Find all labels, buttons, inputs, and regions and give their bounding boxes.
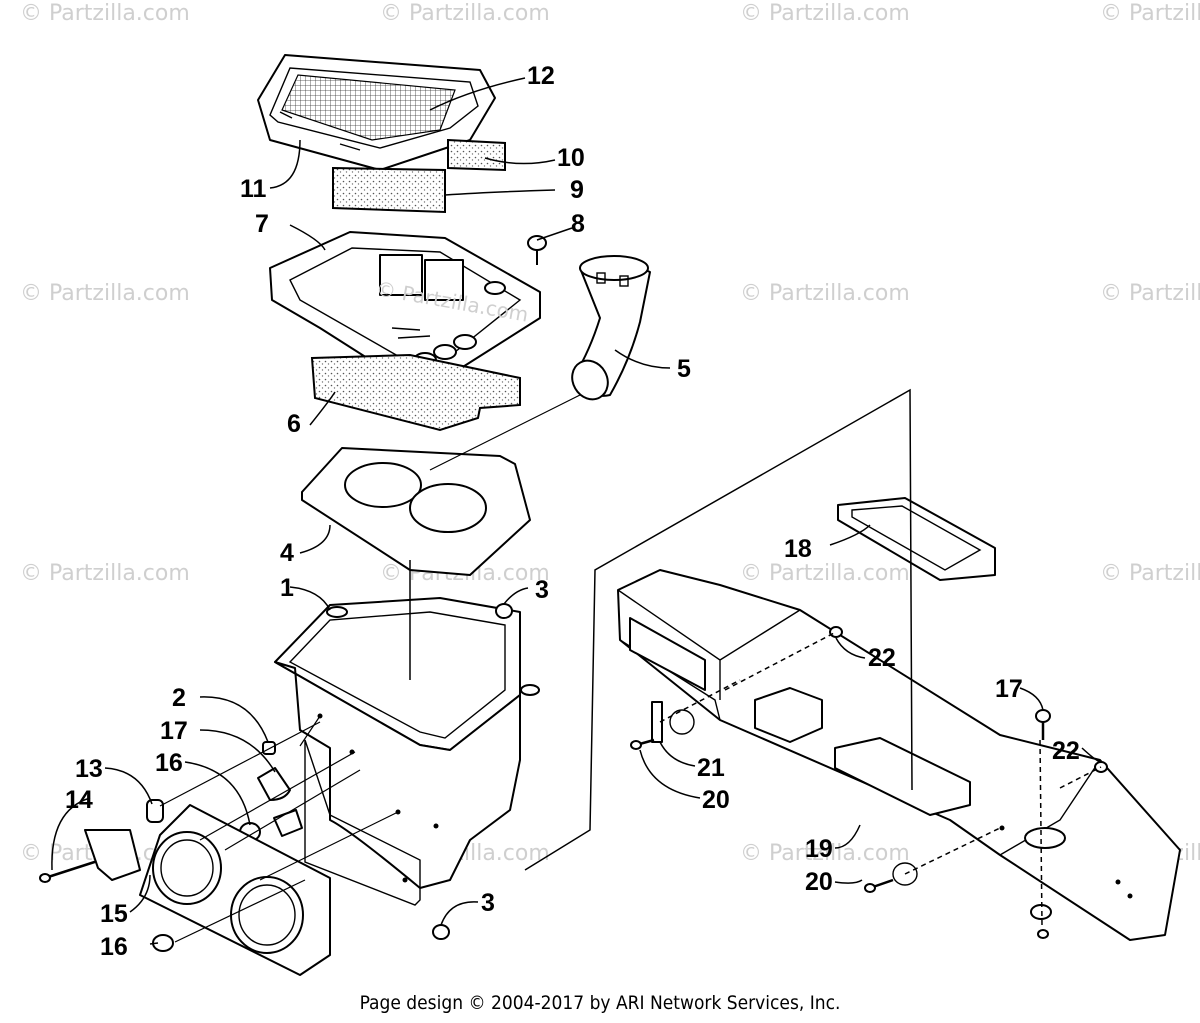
callout-16: 16 [155, 749, 183, 777]
part-housing-15 [139, 804, 331, 976]
callout-17: 17 [160, 717, 188, 745]
part-box-1 [274, 597, 540, 906]
watermark: © Partzilla.com [20, 281, 190, 306]
watermark-group: © Partzilla.com © Partzilla.com © Partzi… [20, 1, 1200, 866]
watermark: © Partzilla.com [380, 1, 550, 26]
assembly-lines [159, 388, 1102, 943]
part-gasket-18 [837, 497, 996, 581]
callout-20-right: 20 [805, 868, 833, 896]
watermark: © Partzilla.com [1100, 561, 1200, 586]
part-washer [669, 709, 695, 735]
tray-port [484, 281, 506, 295]
watermark: © Partzilla.com [20, 561, 190, 586]
callout-10: 10 [557, 144, 585, 172]
part-foam-6 [310, 353, 521, 432]
callout-8: 8 [571, 210, 585, 238]
watermark: © Partzilla.com [740, 1, 910, 26]
part-bolt-17 [1035, 709, 1051, 740]
part-cap-3 [495, 603, 513, 619]
callout-6: 6 [287, 410, 301, 438]
callout-3-bottom: 3 [481, 889, 495, 917]
part-screw-20 [630, 738, 655, 750]
callout-22-right: 22 [1052, 737, 1080, 765]
callout-14: 14 [65, 786, 93, 814]
part-nut-22 [829, 626, 843, 638]
part-screw-8 [527, 235, 547, 265]
part-plate-4 [301, 447, 531, 576]
page-credit: Page design © 2004-2017 by ARI Network S… [359, 992, 841, 1014]
callout-22: 22 [868, 644, 896, 672]
part-screw-20 [864, 878, 894, 893]
tray-chamber [424, 259, 464, 301]
part-fastener [1037, 929, 1049, 939]
part-washer [892, 862, 918, 886]
callout-5: 5 [677, 355, 691, 383]
callout-12: 12 [527, 62, 555, 90]
callout-13: 13 [75, 755, 103, 783]
callout-1: 1 [280, 574, 294, 602]
part-foam-10 [447, 138, 506, 172]
part-cap-3 [432, 924, 450, 940]
callout-18: 18 [784, 535, 812, 563]
part-duct-5 [571, 255, 651, 401]
callout-17-right: 17 [995, 675, 1023, 703]
tray-chamber [379, 254, 423, 296]
callout-labels: 12 10 11 9 7 8 5 6 4 18 1 3 22 2 17 16 1… [65, 62, 1080, 961]
leader-lines [51, 77, 1101, 945]
callout-7: 7 [255, 210, 269, 238]
part-console-19 [617, 569, 1181, 941]
watermark: © Partzilla.com [20, 1, 190, 26]
callout-16-bottom: 16 [100, 933, 128, 961]
watermark: © Partzilla.com [1100, 1, 1200, 26]
callout-2: 2 [172, 684, 186, 712]
part-sleeve-13 [146, 799, 164, 823]
callout-9: 9 [570, 176, 584, 204]
watermark: © Partzilla.com [740, 841, 910, 866]
watermark: © Partzilla.com [1100, 281, 1200, 306]
callout-4: 4 [280, 539, 294, 567]
part-grommet [1030, 904, 1052, 920]
part-bushing-2 [262, 741, 276, 755]
tray-port [453, 334, 477, 350]
part-bolt-14 [39, 829, 141, 883]
part-clamp-17 [257, 767, 291, 801]
part-foam-9 [332, 166, 446, 214]
tray-port [433, 344, 457, 360]
watermark: © Partzilla.com [740, 281, 910, 306]
callout-19: 19 [805, 835, 833, 863]
callout-20: 20 [702, 786, 730, 814]
part-cover-11 [257, 54, 496, 171]
part-strip-21 [651, 701, 663, 743]
watermark: © Partzilla.com [740, 561, 910, 586]
callout-3: 3 [535, 576, 549, 604]
callout-15: 15 [100, 900, 128, 928]
part-fitting [273, 809, 303, 837]
callout-11: 11 [240, 175, 267, 203]
callout-21: 21 [697, 754, 725, 782]
